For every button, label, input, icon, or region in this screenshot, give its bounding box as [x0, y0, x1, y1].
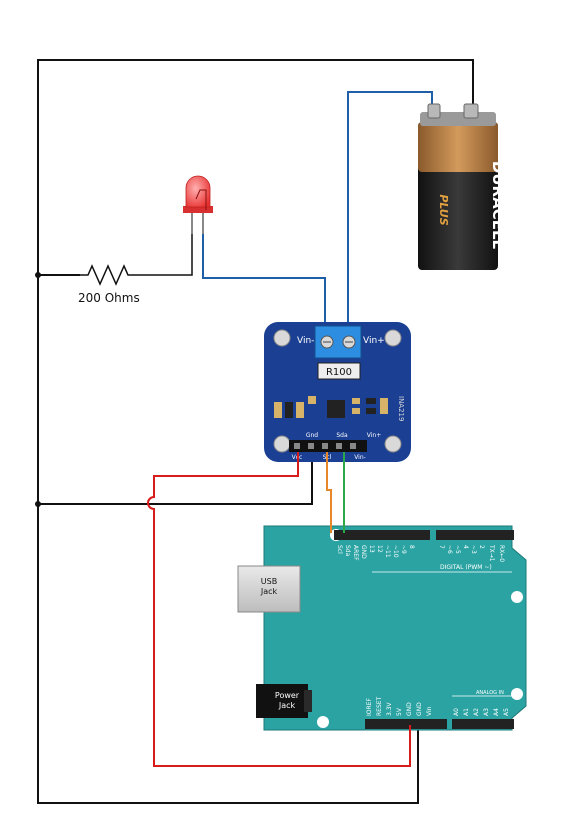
battery-brand: DURACELL [489, 161, 507, 250]
svg-text:Scl: Scl [336, 545, 343, 554]
signal-wires [147, 452, 411, 767]
svg-text:A0: A0 [453, 708, 460, 716]
vin-minus-label: Vin- [297, 336, 314, 346]
shunt-label: R100 [326, 367, 352, 378]
black-wires [37, 59, 474, 804]
led [183, 175, 213, 234]
digital-label: DIGITAL (PWM ~) [440, 564, 492, 571]
arduino-board: USB Jack Power Jack Scl Sda AREF GND 13 … [237, 525, 527, 731]
svg-text:Vin: Vin [426, 706, 433, 716]
top-header-labels: Scl Sda AREF GND 13 12 ~11 ~10 ~9 8 7 ~6… [336, 544, 505, 562]
svg-text:IOREF: IOREF [366, 698, 373, 716]
svg-text:12: 12 [376, 545, 383, 553]
battery-sub: PLUS [437, 194, 450, 225]
bottom-header-labels: IOREF RESET 3.3V 5V GND GND Vin A0 A1 A2… [366, 696, 510, 716]
svg-text:8: 8 [408, 545, 415, 549]
resistor-label: 200 Ohms [78, 291, 140, 305]
svg-text:A2: A2 [473, 708, 480, 716]
svg-text:RESET: RESET [376, 696, 383, 716]
svg-text:A3: A3 [483, 708, 490, 716]
svg-text:13: 13 [368, 545, 375, 553]
analog-label: ANALOG IN [476, 690, 504, 696]
battery: DURACELL PLUS [418, 103, 507, 270]
svg-text:~11: ~11 [384, 545, 391, 558]
junction-dot [35, 272, 41, 278]
svg-text:7: 7 [438, 545, 445, 549]
svg-text:~5: ~5 [454, 545, 461, 554]
svg-text:GND: GND [406, 702, 413, 716]
pin-label-vinplus: Vin+ [367, 432, 381, 439]
svg-text:~6: ~6 [446, 545, 453, 554]
svg-text:~10: ~10 [392, 545, 399, 558]
svg-text:A4: A4 [493, 708, 500, 716]
chip-label: INA219 [397, 396, 405, 421]
pin-label-gnd: Gnd [306, 432, 318, 439]
blue-wires [202, 91, 433, 330]
current-sensor-board: Vin- Vin+ R100 INA219 Gnd Sda Vin+ Vcc S… [264, 322, 411, 462]
svg-text:RX←0: RX←0 [498, 545, 505, 562]
svg-text:~9: ~9 [400, 545, 407, 554]
svg-text:TX→1: TX→1 [488, 544, 495, 562]
resistor [80, 232, 193, 286]
usb-label-2: Jack [260, 587, 278, 596]
svg-text:GND: GND [360, 545, 367, 559]
svg-text:GND: GND [416, 702, 423, 716]
svg-text:2: 2 [478, 545, 485, 549]
vin-plus-label: Vin+ [363, 336, 385, 346]
power-label-2: Jack [278, 701, 296, 710]
svg-text:A5: A5 [503, 708, 510, 716]
svg-text:4: 4 [462, 545, 469, 549]
usb-label-1: USB [261, 577, 277, 586]
svg-text:~3: ~3 [470, 545, 477, 554]
svg-text:Sda: Sda [344, 545, 351, 557]
svg-text:3.3V: 3.3V [386, 701, 393, 716]
junction-dot [35, 501, 41, 507]
svg-text:A1: A1 [463, 708, 470, 716]
svg-text:AREF: AREF [352, 545, 359, 561]
power-label-1: Power [275, 691, 300, 700]
pin-label-vinminus: Vin- [354, 454, 366, 461]
svg-text:5V: 5V [396, 707, 403, 716]
pin-label-sda: Sda [336, 432, 348, 439]
